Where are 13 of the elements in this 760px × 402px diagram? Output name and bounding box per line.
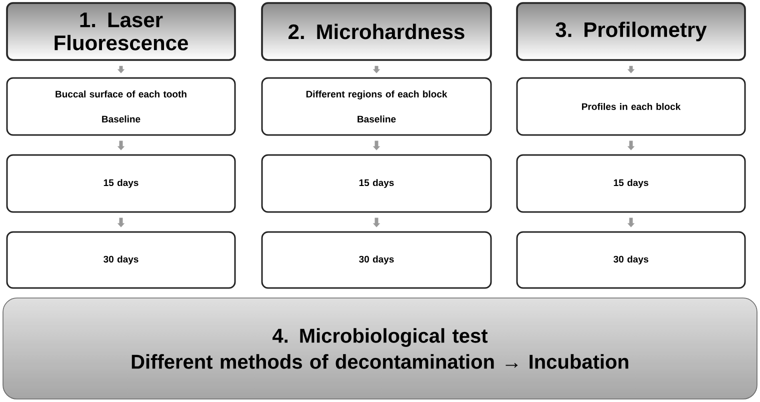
test-box: 4. Microbiological test Different methods of decontamination → Incubation [2,298,758,400]
header-box: 1. Laser Fluorescence [6,2,236,61]
step-box: 30 days [6,231,236,289]
step-box: 15 days [6,154,236,213]
step-box: Buccal surface of each tooth Baseline [6,77,236,136]
step-box: Profiles in each block [516,77,746,136]
header-box: 3. Profilometry [516,2,746,61]
step-box: 15 days [261,154,492,213]
step-box: 30 days [261,231,492,289]
header-box: 2. Microhardness [261,2,492,61]
step-box: 30 days [516,231,746,289]
step-box: Different regions of each block Baseline [261,77,492,136]
step-box: 15 days [516,154,746,213]
